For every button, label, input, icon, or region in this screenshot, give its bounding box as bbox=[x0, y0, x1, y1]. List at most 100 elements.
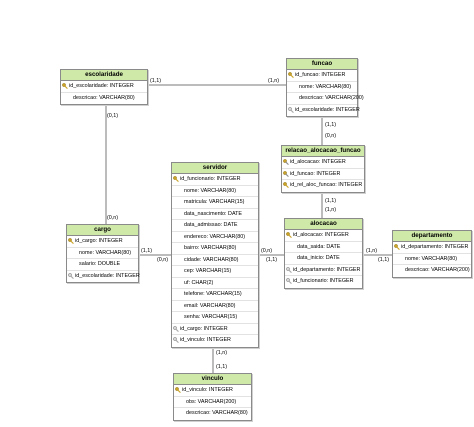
attribute-text: nome: VARCHAR(80) bbox=[184, 187, 237, 194]
attribute-row[interactable]: nome: VARCHAR(80) bbox=[172, 186, 258, 197]
attribute-row[interactable]: id_escolaridade: INTEGER bbox=[61, 81, 147, 93]
attribute-row[interactable]: id_rel_aloc_funcao: INTEGER bbox=[282, 180, 364, 192]
attribute-row[interactable]: id_alocacao: INTEGER bbox=[285, 230, 362, 242]
attribute-row[interactable]: descricao: VARCHAR(80) bbox=[174, 408, 251, 420]
cardinality-label: (1,1) bbox=[325, 198, 337, 204]
attribute-row[interactable]: id_escolaridade: INTEGER bbox=[287, 105, 360, 117]
attribute-row[interactable]: cep: VARCHAR(15) bbox=[172, 266, 258, 278]
entity-title: departamento bbox=[393, 231, 471, 242]
attribute-text: obs: VARCHAR(200) bbox=[186, 398, 237, 405]
attribute-row[interactable]: descricao: VARCHAR(200) bbox=[393, 265, 471, 277]
attribute-row[interactable]: id_departamento: INTEGER bbox=[393, 242, 471, 254]
attribute-text: id_escolaridade: INTEGER bbox=[75, 272, 140, 279]
attribute-row[interactable]: id_vinculo: INTEGER bbox=[174, 385, 251, 397]
attribute-text: nome: VARCHAR(80) bbox=[79, 249, 132, 256]
attribute-row[interactable]: id_alocacao: INTEGER bbox=[282, 157, 364, 169]
attribute-row[interactable]: data_admissao: DATE bbox=[172, 220, 258, 232]
attribute-row[interactable]: id_funcao: INTEGER bbox=[282, 169, 364, 180]
attribute-text: nome: VARCHAR(80) bbox=[405, 255, 458, 262]
attribute-text: telefone: VARCHAR(15) bbox=[184, 291, 242, 297]
attribute-list: id_funcionario: INTEGER nome: VARCHAR(80)… bbox=[172, 174, 258, 347]
attribute-text: id_vinculo: INTEGER bbox=[180, 337, 231, 343]
attribute-row[interactable]: data_nascimento: DATE bbox=[172, 209, 258, 220]
attribute-text: email: VARCHAR(80) bbox=[184, 302, 236, 309]
attribute-text: descricao: VARCHAR(80) bbox=[186, 410, 248, 416]
attribute-row[interactable]: obs: VARCHAR(200) bbox=[174, 397, 251, 408]
entity-title: alocacao bbox=[285, 219, 362, 230]
attribute-row[interactable]: id_departamento: INTEGER bbox=[285, 265, 362, 276]
attribute-text: id_escolaridade: INTEGER bbox=[69, 83, 134, 89]
attribute-text: uf: CHAR(2) bbox=[184, 279, 214, 286]
attribute-list: id_alocacao: INTEGER id_funcao: INTEGER id… bbox=[282, 157, 364, 192]
cardinality-label: (1,1) bbox=[266, 257, 278, 263]
attribute-row[interactable]: endereco: VARCHAR(80) bbox=[172, 232, 258, 243]
attribute-text: matricula: VARCHAR(15) bbox=[184, 199, 245, 205]
attribute-text: id_alocacao: INTEGER bbox=[290, 159, 346, 165]
cardinality-label: (0,n) bbox=[325, 133, 337, 139]
cardinality-label: (1,1) bbox=[378, 257, 390, 263]
entity-title: servidor bbox=[172, 163, 258, 174]
attribute-text: data_saida: DATE bbox=[297, 243, 341, 250]
attribute-row[interactable]: nome: VARCHAR(80) bbox=[393, 254, 471, 265]
cardinality-label: (1,1) bbox=[150, 78, 162, 84]
attribute-row[interactable]: id_escolaridade: INTEGER bbox=[67, 271, 140, 283]
attribute-text: id_funcao: INTEGER bbox=[290, 170, 341, 177]
attribute-text: id_escolaridade: INTEGER bbox=[295, 106, 360, 113]
attribute-text: bairro: VARCHAR(80) bbox=[184, 245, 237, 251]
attribute-text: data_admissao: DATE bbox=[184, 222, 238, 228]
attribute-text: descricao: VARCHAR(200) bbox=[405, 267, 470, 273]
attribute-text: salario: DOUBLE bbox=[79, 261, 121, 267]
cardinality-label: (1,1) bbox=[141, 248, 153, 254]
entity-title: vinculo bbox=[174, 374, 251, 385]
attribute-text: descricao: VARCHAR(200) bbox=[299, 95, 364, 101]
entity-title: cargo bbox=[67, 225, 138, 236]
attribute-row[interactable]: nome: VARCHAR(80) bbox=[67, 248, 138, 259]
attribute-text: data_nascimento: DATE bbox=[184, 210, 243, 217]
attribute-row[interactable]: email: VARCHAR(80) bbox=[172, 301, 258, 312]
attribute-row[interactable]: cidade: VARCHAR(80) bbox=[172, 255, 258, 266]
entity-servidor[interactable]: servidor id_funcionario: INTEGER nome: VA… bbox=[171, 162, 259, 348]
attribute-row[interactable]: id_funcao: INTEGER bbox=[287, 70, 357, 82]
attribute-row[interactable]: id_funcionario: INTEGER bbox=[172, 174, 258, 186]
cardinality-label: (1,1) bbox=[325, 122, 337, 128]
cardinality-label: (0,n) bbox=[261, 248, 273, 254]
attribute-text: id_departamento: INTEGER bbox=[293, 266, 361, 273]
attribute-row[interactable]: telefone: VARCHAR(15) bbox=[172, 289, 258, 301]
attribute-row[interactable]: data_inicio: DATE bbox=[285, 253, 362, 265]
attribute-text: id_funcao: INTEGER bbox=[295, 72, 346, 78]
entity-relacao-alocacao-funcao[interactable]: relacao_alocacao_funcao id_alocacao: INT… bbox=[281, 145, 365, 193]
attribute-text: cep: VARCHAR(15) bbox=[184, 268, 232, 274]
attribute-text: id_cargo: INTEGER bbox=[180, 325, 228, 332]
attribute-row[interactable]: id_funcionario: INTEGER bbox=[285, 276, 362, 288]
attribute-row[interactable]: id_vinculo: INTEGER bbox=[172, 335, 258, 347]
attribute-row[interactable]: data_saida: DATE bbox=[285, 242, 362, 253]
attribute-list: id_funcao: INTEGER nome: VARCHAR(80) descr… bbox=[287, 70, 364, 117]
attribute-text: id_rel_aloc_funcao: INTEGER bbox=[290, 182, 363, 188]
attribute-list: id_escolaridade: INTEGER descricao: VARCH… bbox=[61, 81, 147, 104]
attribute-row[interactable]: uf: CHAR(2) bbox=[172, 278, 258, 289]
attribute-row[interactable]: descricao: VARCHAR(80) bbox=[61, 93, 147, 105]
attribute-row[interactable]: senha: VARCHAR(15) bbox=[172, 312, 258, 324]
attribute-row[interactable]: matricula: VARCHAR(15) bbox=[172, 197, 258, 209]
attribute-row[interactable]: bairro: VARCHAR(80) bbox=[172, 243, 258, 255]
cardinality-label: (1,n) bbox=[366, 248, 378, 254]
attribute-row[interactable]: salario: DOUBLE bbox=[67, 259, 138, 271]
entity-title: funcao bbox=[287, 59, 357, 70]
attribute-row[interactable]: id_cargo: INTEGER bbox=[172, 324, 258, 335]
entity-funcao[interactable]: funcao id_funcao: INTEGER nome: VARCHAR(8… bbox=[286, 58, 364, 117]
attribute-row[interactable]: descricao: VARCHAR(200) bbox=[287, 93, 364, 105]
cardinality-label: (0,1) bbox=[107, 113, 119, 119]
attribute-text: cidade: VARCHAR(80) bbox=[184, 256, 239, 263]
attribute-text: id_funcionario: INTEGER bbox=[180, 176, 241, 182]
attribute-row[interactable]: id_cargo: INTEGER bbox=[67, 236, 138, 248]
attribute-row[interactable]: nome: VARCHAR(80) bbox=[287, 82, 357, 93]
